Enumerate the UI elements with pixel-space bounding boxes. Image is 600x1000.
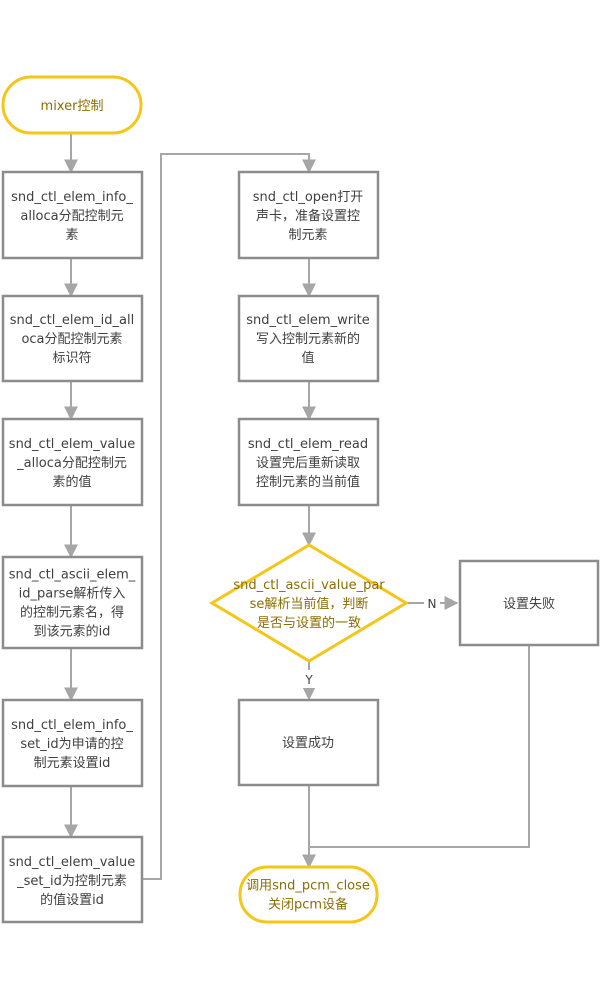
node-label-line: 到该元素的id — [34, 624, 111, 640]
node-label-line: 设置完后重新读取 — [256, 455, 360, 471]
svg-text:snd_ctl_ascii_elem_id_parse解析传: snd_ctl_ascii_elem_ id_parse解析传入的控制元素名，得到… — [9, 568, 136, 640]
process-success: 设置成功 — [237, 698, 380, 787]
node-label-line: 素 — [65, 228, 78, 243]
node-label-line: 是否与设置的一致 — [257, 615, 361, 631]
edges — [64, 133, 530, 880]
node-label-line: 控制元素的当前值 — [256, 474, 360, 490]
edge-label-no-bg — [424, 594, 440, 612]
process-elem-write: snd_ctl_elem_write 写入控制元素新的值 — [237, 294, 380, 383]
node-label-line: snd_ctl_ascii_elem_ — [9, 568, 136, 583]
process-value-alloca: snd_ctl_elem_value _alloca分配控制元素的值 — [1, 417, 144, 507]
edge-value-set-id-to-ctl-open — [143, 153, 316, 880]
node-label-line: se解析当前值，判断 — [250, 596, 369, 612]
node-label-line: 关闭pcm设备 — [268, 897, 348, 913]
edge-label-yes: Y — [304, 673, 313, 687]
process-info-set-id: snd_ctl_elem_info_ set_id为申请的控制元素设置id — [1, 698, 144, 788]
decision-value-parse: snd_ctl_ascii_value_par se解析当前值，判断是否与设置的一… — [209, 543, 409, 663]
process-elem-read: snd_ctl_elem_read 设置完后重新读取控制元素的当前值 — [237, 417, 380, 507]
process-info-alloca: snd_ctl_elem_info_ alloca分配控制元素 — [1, 170, 144, 260]
node-label-line: _set_id为控制元素 — [16, 874, 127, 889]
svg-text:snd_ctl_elem_value_alloca分配控制元: snd_ctl_elem_value _alloca分配控制元素的值 — [9, 437, 135, 490]
node-label-line: mixer控制 — [41, 99, 104, 114]
node-label-line: snd_ctl_elem_value — [9, 437, 135, 452]
node-label-line: snd_ctl_elem_info_ — [11, 190, 133, 205]
edge-label-yes-bg — [300, 670, 318, 688]
node-label-line: snd_ctl_elem_info_ — [11, 718, 133, 733]
node-label-line: id_parse解析传入 — [19, 587, 126, 602]
node-label-line: 的控制元素名，得 — [20, 605, 124, 621]
svg-text:snd_ctl_elem_value_set_id为控制元素: snd_ctl_elem_value _set_id为控制元素的值设置id — [9, 855, 135, 908]
node-label-line: 值 — [301, 350, 314, 366]
process-value-set-id: snd_ctl_elem_value _set_id为控制元素的值设置id — [1, 835, 144, 924]
node-label-line: 调用snd_pcm_close — [246, 879, 370, 894]
node-label-line: 设置成功 — [282, 736, 334, 751]
svg-text:设置成功: 设置成功 — [282, 736, 334, 751]
node-label-line: 设置失败 — [503, 597, 555, 612]
node-label-line: snd_ctl_elem_id_all — [10, 313, 134, 328]
node-label-line: _alloca分配控制元 — [16, 456, 127, 471]
svg-text:snd_ctl_elem_info_set_id为申请的控制: snd_ctl_elem_info_ set_id为申请的控制元素设置id — [11, 718, 133, 771]
node-label-line: snd_ctl_open打开 — [253, 190, 364, 205]
node-label-line: 制元素设置id — [34, 756, 111, 771]
svg-text:设置失败: 设置失败 — [503, 597, 555, 612]
process-fail: 设置失败 — [458, 559, 600, 647]
node-label-line: 制元素 — [288, 228, 327, 243]
process-ascii-elem-id-parse: snd_ctl_ascii_elem_ id_parse解析传入的控制元素名，得到… — [1, 555, 144, 650]
edge-label-no: N — [428, 597, 437, 611]
node-label-line: snd_ctl_elem_write — [246, 313, 370, 328]
svg-text:snd_ctl_elem_info_alloca分配控制元素: snd_ctl_elem_info_ alloca分配控制元素 — [11, 190, 133, 243]
end-terminal: 调用snd_pcm_close 关闭pcm设备 — [238, 865, 379, 924]
node-label-line: set_id为申请的控 — [20, 736, 123, 752]
svg-text:snd_ctl_open打开声卡，准备设置控制元素: snd_ctl_open打开声卡，准备设置控制元素 — [253, 190, 364, 243]
node-label-line: snd_ctl_elem_value — [9, 855, 135, 870]
process-ctl-open: snd_ctl_open打开声卡，准备设置控制元素 — [237, 170, 380, 260]
svg-text:mixer控制: mixer控制 — [41, 99, 104, 114]
node-label-line: 的值设置id — [40, 892, 104, 908]
node-label-line: 标识符 — [52, 350, 91, 366]
node-label-line: 写入控制元素新的 — [256, 331, 360, 347]
node-label-line: snd_ctl_ascii_value_par — [233, 578, 385, 593]
node-label-line: alloca分配控制元 — [20, 209, 123, 224]
node-label-line: 素的值 — [52, 474, 91, 490]
node-label-line: oca分配控制元素 — [21, 332, 122, 347]
edge-fail-to-end — [309, 645, 530, 848]
node-label-line: snd_ctl_elem_read — [248, 437, 368, 452]
process-id-alloca: snd_ctl_elem_id_all oca分配控制元素标识符 — [1, 294, 144, 383]
node-label-line: 声卡，准备设置控 — [256, 208, 360, 224]
start-terminal: mixer控制 — [1, 75, 143, 135]
